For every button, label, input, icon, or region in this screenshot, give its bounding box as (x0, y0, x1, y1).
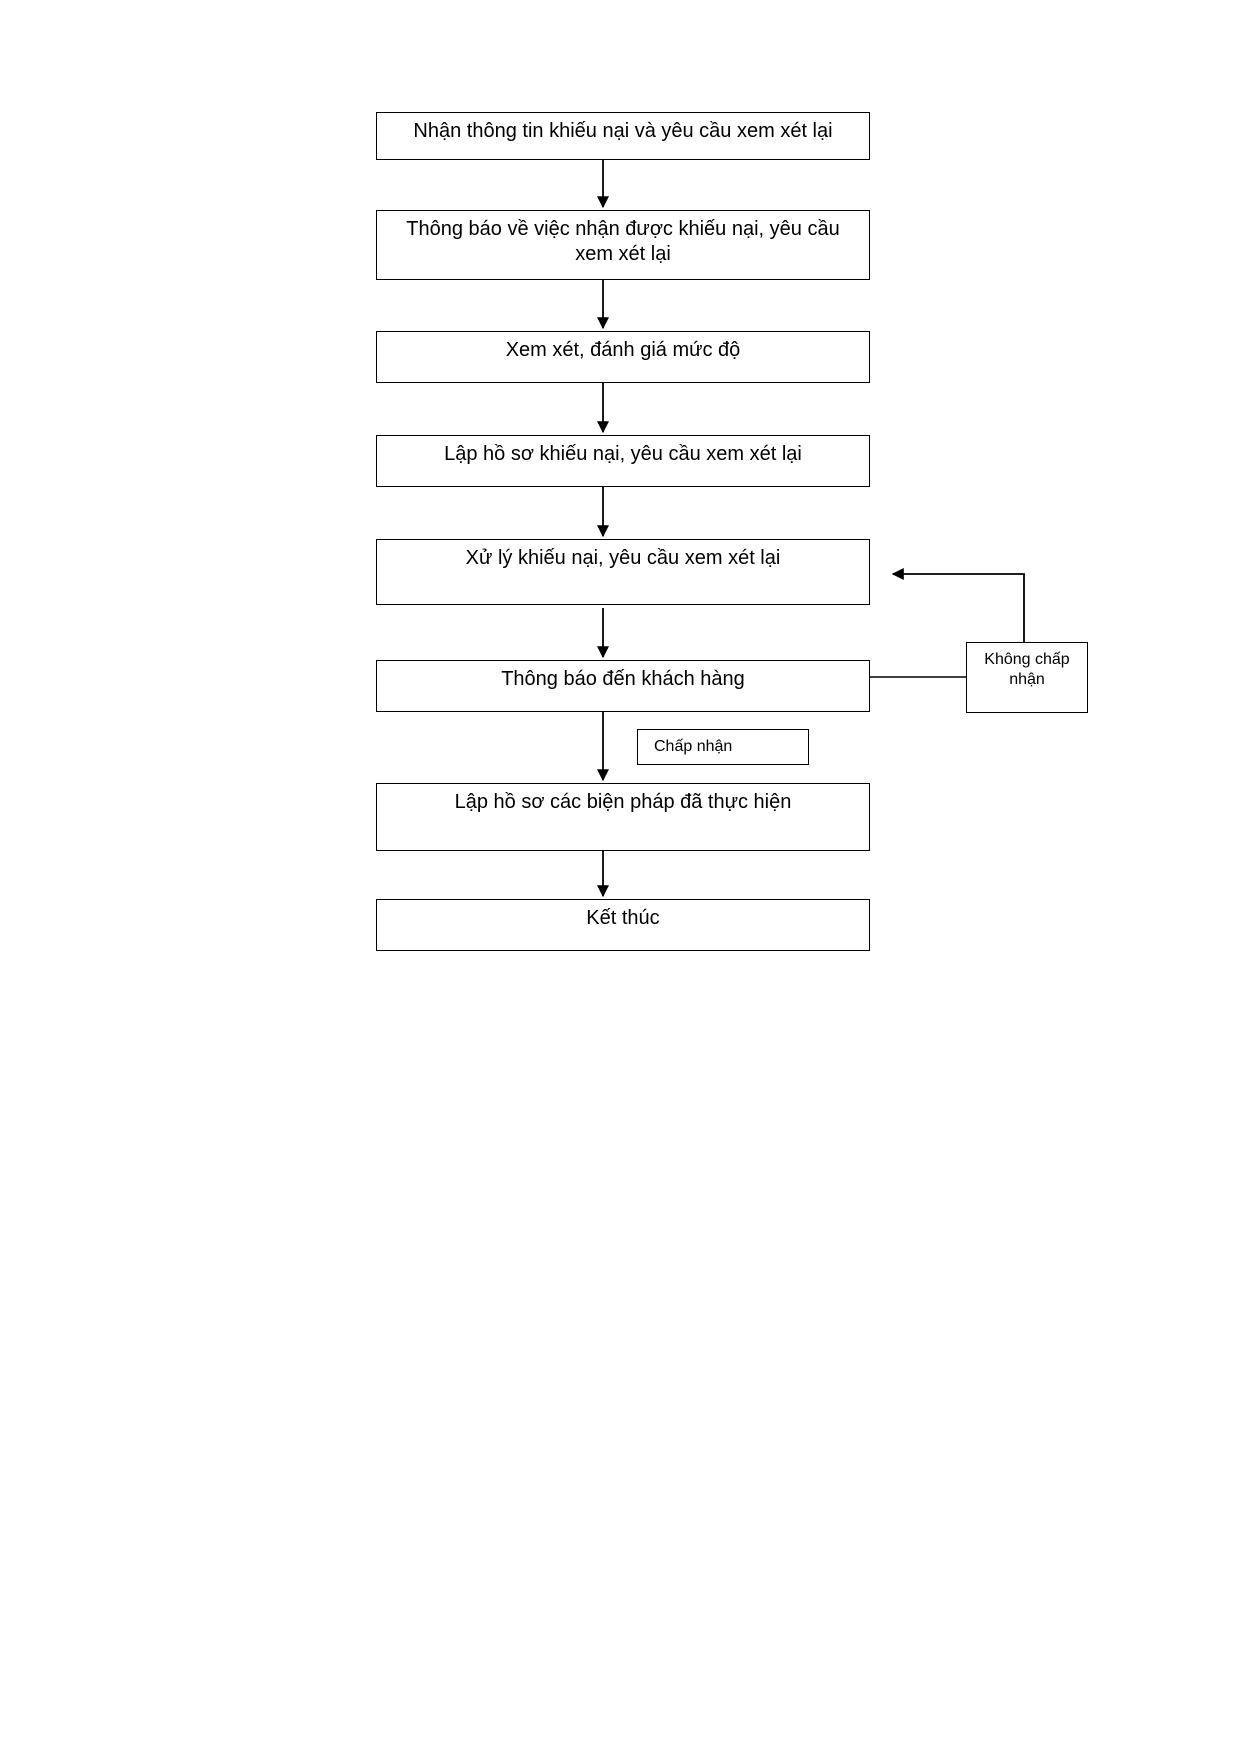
step-notify-customer: Thông báo đến khách hàng (376, 660, 870, 712)
step-notify-receipt: Thông báo về việc nhận được khiếu nại, y… (376, 210, 870, 280)
step-record-measures: Lập hồ sơ các biện pháp đã thực hiện (376, 783, 870, 851)
step-assess-severity: Xem xét, đánh giá mức độ (376, 331, 870, 383)
arrow-reject-loop-to-process (891, 568, 1025, 642)
step-create-dossier: Lập hồ sơ khiếu nại, yêu cầu xem xét lại (376, 435, 870, 487)
step-receive-complaint: Nhận thông tin khiếu nại và yêu cầu xem … (376, 112, 870, 160)
step-process-complaint: Xử lý khiếu nại, yêu cầu xem xét lại (376, 539, 870, 605)
branch-accepted-label: Chấp nhận (637, 729, 809, 765)
branch-not-accepted-label: Không chấp nhận (966, 642, 1088, 713)
step-end: Kết thúc (376, 899, 870, 951)
